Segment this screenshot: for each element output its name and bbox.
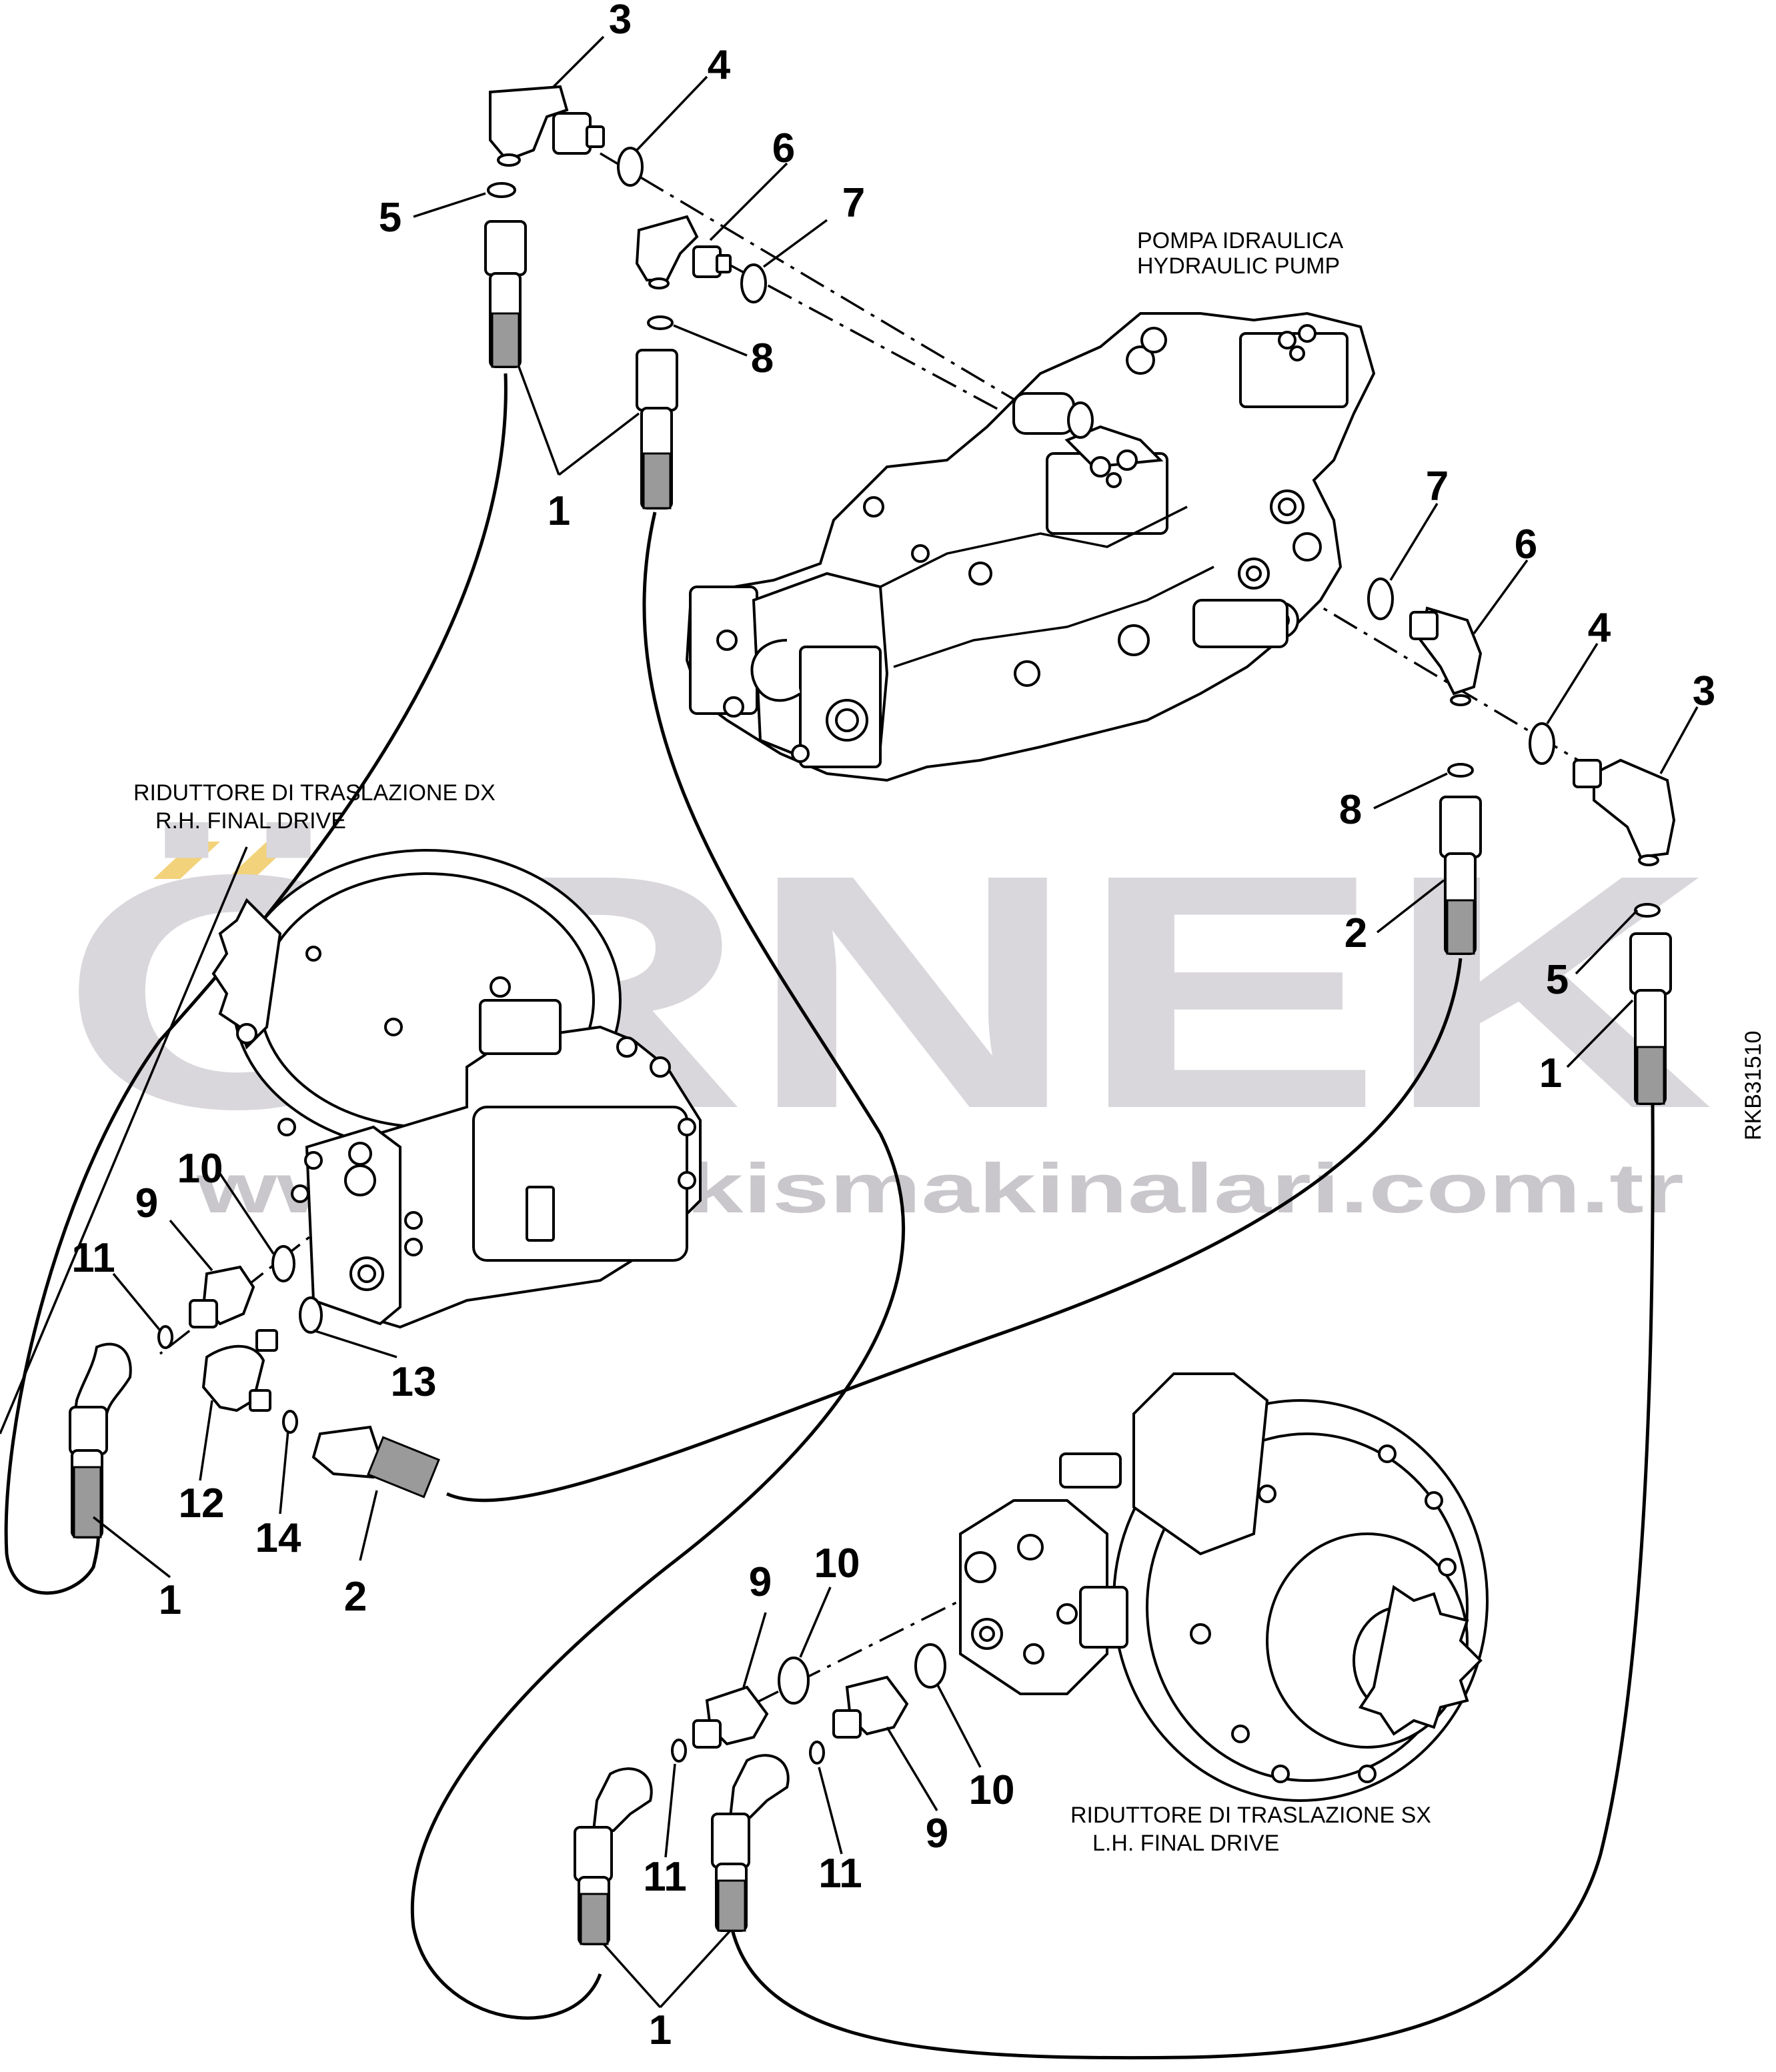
callout-4b: 4	[1588, 605, 1611, 651]
callout-11a: 11	[71, 1235, 115, 1281]
callout-2a: 2	[344, 1574, 367, 1620]
callout-10b: 10	[814, 1540, 860, 1587]
callout-9b: 9	[749, 1559, 772, 1605]
callout-1b: 1	[1539, 1050, 1562, 1096]
callout-10a: 10	[177, 1146, 223, 1192]
rh-label-en: R.H. FINAL DRIVE	[155, 808, 346, 834]
fittings-top-left	[484, 85, 767, 509]
hydraulic-pump: POMPA IDRAULICA HYDRAULIC PUMP	[685, 228, 1376, 782]
callout-3b: 3	[1693, 668, 1715, 714]
fittings-right	[1367, 578, 1676, 1105]
fittings-bottom	[574, 1643, 946, 1945]
callout-13: 13	[391, 1359, 437, 1405]
callouts: 3 4 5 6 7 8 1 7 6 4 3 8 2 5 1 10 9 11 13…	[71, 0, 1715, 2053]
callout-9c: 9	[926, 1811, 948, 1857]
pump-label-it: POMPA IDRAULICA	[1137, 228, 1344, 253]
callout-5a: 5	[379, 195, 401, 241]
hose-lines	[4, 373, 1655, 2060]
drawing-code: RKB31510	[1741, 1031, 1766, 1140]
callout-1c: 1	[159, 1577, 181, 1623]
callout-8a: 8	[751, 335, 774, 381]
callout-11b: 11	[643, 1854, 687, 1900]
callout-14: 14	[255, 1515, 301, 1561]
callout-11c: 11	[818, 1851, 862, 1897]
callout-9a: 9	[135, 1180, 158, 1226]
lh-final-drive: RIDUTTORE DI TRASLAZIONE SX L.H. FINAL D…	[959, 1372, 1489, 1856]
callout-4a: 4	[708, 42, 731, 88]
lh-label-it: RIDUTTORE DI TRASLAZIONE SX	[1070, 1803, 1431, 1828]
callout-8b: 8	[1339, 787, 1362, 833]
rh-label-it: RIDUTTORE DI TRASLAZIONE DX	[133, 780, 496, 806]
callout-12: 12	[179, 1480, 225, 1526]
callout-10c: 10	[969, 1767, 1015, 1813]
callout-3a: 3	[609, 0, 632, 43]
callout-1d: 1	[649, 2007, 672, 2053]
callout-5b: 5	[1546, 957, 1569, 1003]
lh-label-en: L.H. FINAL DRIVE	[1092, 1831, 1279, 1856]
callout-7b: 7	[1426, 463, 1449, 509]
rh-final-drive: RIDUTTORE DI TRASLAZIONE DX R.H. FINAL D…	[0, 780, 702, 1434]
pump-label-en: HYDRAULIC PUMP	[1137, 253, 1340, 279]
callout-6b: 6	[1515, 522, 1537, 568]
leader-lines	[92, 35, 1699, 2009]
callout-2b: 2	[1345, 910, 1367, 956]
callout-7a: 7	[842, 180, 865, 226]
callout-6a: 6	[772, 125, 795, 171]
fittings-left	[69, 1245, 440, 1538]
callout-1a: 1	[548, 488, 570, 534]
